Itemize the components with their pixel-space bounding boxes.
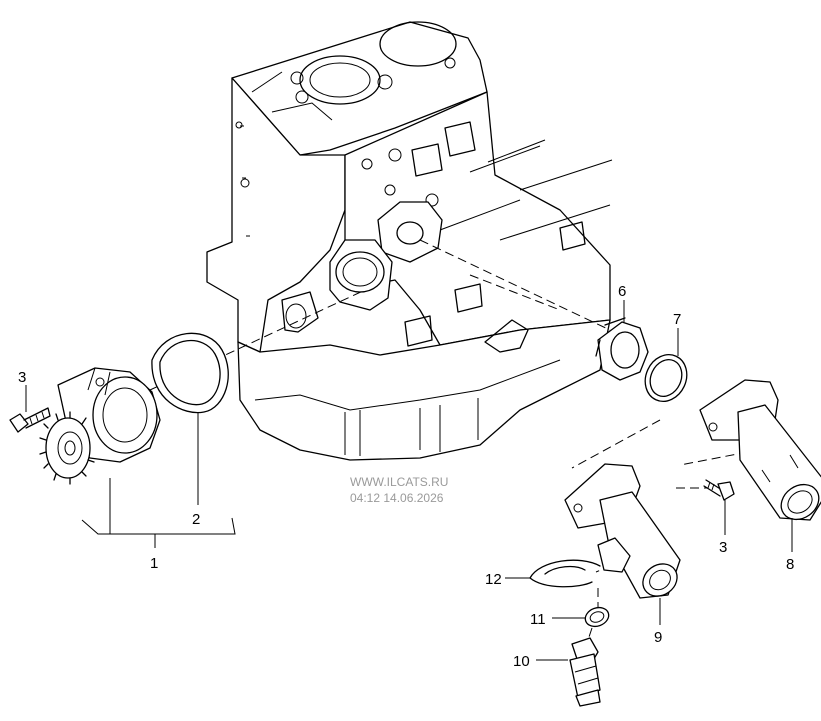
leader-lines — [25, 300, 793, 661]
coolant-flange-upper — [699, 379, 821, 521]
seal-sensor — [584, 606, 610, 628]
callout-3-right: 3 — [719, 539, 727, 556]
watermark-stamp: 04:12 14.06.2026 — [350, 491, 444, 505]
callout-1: 1 — [150, 555, 158, 572]
water-pump — [39, 367, 161, 485]
engine-block — [206, 21, 613, 461]
callout-10: 10 — [513, 653, 530, 670]
bolt-right — [703, 479, 735, 501]
callout-6: 6 — [618, 283, 626, 300]
assembly-lines — [149, 239, 749, 641]
thermostat — [595, 317, 649, 381]
o-ring-thermostat — [644, 354, 688, 402]
callout-11: 11 — [530, 611, 546, 628]
coolant-flange-lower — [564, 463, 681, 599]
watermark: WWW.ILCATS.RU 04:12 14.06.2026 — [350, 475, 448, 505]
callout-2: 2 — [192, 511, 200, 528]
callout-9: 9 — [654, 629, 662, 646]
callout-labels: 1 2 3 3 6 7 8 9 10 11 12 — [18, 283, 794, 670]
watermark-site: WWW.ILCATS.RU — [350, 475, 448, 489]
temperature-sender — [569, 637, 601, 707]
bolt-left — [9, 407, 51, 433]
callout-8: 8 — [786, 556, 794, 573]
retaining-clip — [529, 559, 601, 588]
callout-12: 12 — [485, 571, 502, 588]
callout-7: 7 — [673, 311, 681, 328]
callout-3-left: 3 — [18, 369, 26, 386]
seal-ring-pump — [151, 332, 229, 414]
